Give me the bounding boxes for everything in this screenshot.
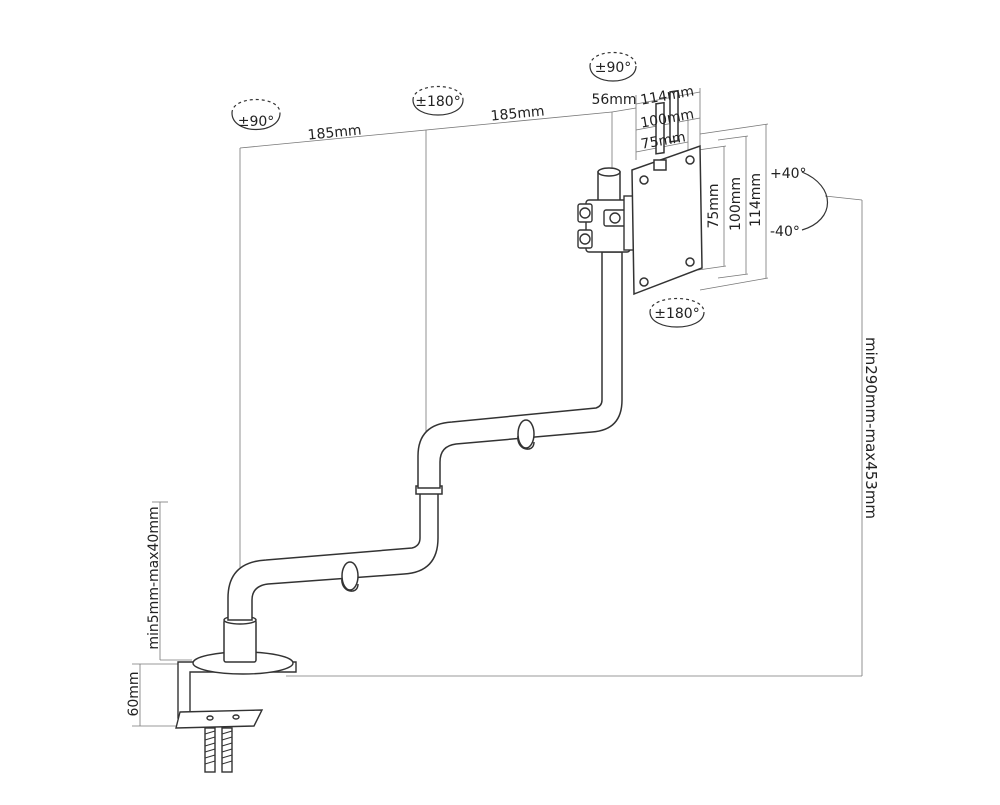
vesa-rotation-label: ±180° bbox=[654, 306, 699, 322]
dimension-labels: 185mm 185mm 56mm 114mm 100mm 75mm 75mm 1… bbox=[126, 83, 880, 716]
arm-segment-2-label: 185mm bbox=[490, 103, 545, 124]
rotation-labels: ±90° ±180° ±90° ±180° +40° -40° bbox=[238, 60, 807, 322]
head-offset-label: 56mm bbox=[591, 92, 636, 108]
dimension-lines bbox=[132, 88, 863, 727]
vesa-h-114-label: 114mm bbox=[639, 83, 695, 108]
base-swivel-label: ±90° bbox=[238, 114, 275, 130]
vesa-v-100-label: 100mm bbox=[728, 177, 744, 231]
vesa-plate bbox=[631, 89, 703, 296]
tilt-down-label: -40° bbox=[770, 224, 800, 240]
clamp-depth-label: 60mm bbox=[126, 671, 142, 716]
head-swivel-label: ±90° bbox=[595, 60, 632, 76]
height-range-label: min290mm-max453mm bbox=[862, 337, 880, 519]
base-swivel-arc-icon bbox=[231, 112, 281, 131]
vesa-v-75-label: 75mm bbox=[706, 183, 722, 228]
tilt-up-label: +40° bbox=[770, 166, 807, 182]
vesa-v-114-label: 114mm bbox=[748, 173, 764, 227]
rotation-arcs bbox=[231, 51, 828, 328]
vesa-h-75-label: 75mm bbox=[640, 129, 687, 153]
middle-swivel-label: ±180° bbox=[415, 94, 460, 110]
clamp-screw-threads bbox=[204, 730, 233, 765]
desk-clamp bbox=[175, 651, 297, 773]
tilt-head bbox=[577, 195, 639, 253]
tilt-arc-icon bbox=[801, 171, 828, 231]
arm-structure bbox=[223, 167, 623, 663]
desk-thickness-label: min5mm-max40mm bbox=[146, 506, 162, 649]
arm-segment-1-label: 185mm bbox=[307, 122, 362, 143]
middle-swivel-arc-icon bbox=[412, 99, 464, 116]
vesa-rotation-arc-icon bbox=[649, 311, 705, 328]
head-swivel-arc-icon bbox=[589, 65, 637, 82]
vesa-h-100-label: 100mm bbox=[639, 106, 695, 131]
